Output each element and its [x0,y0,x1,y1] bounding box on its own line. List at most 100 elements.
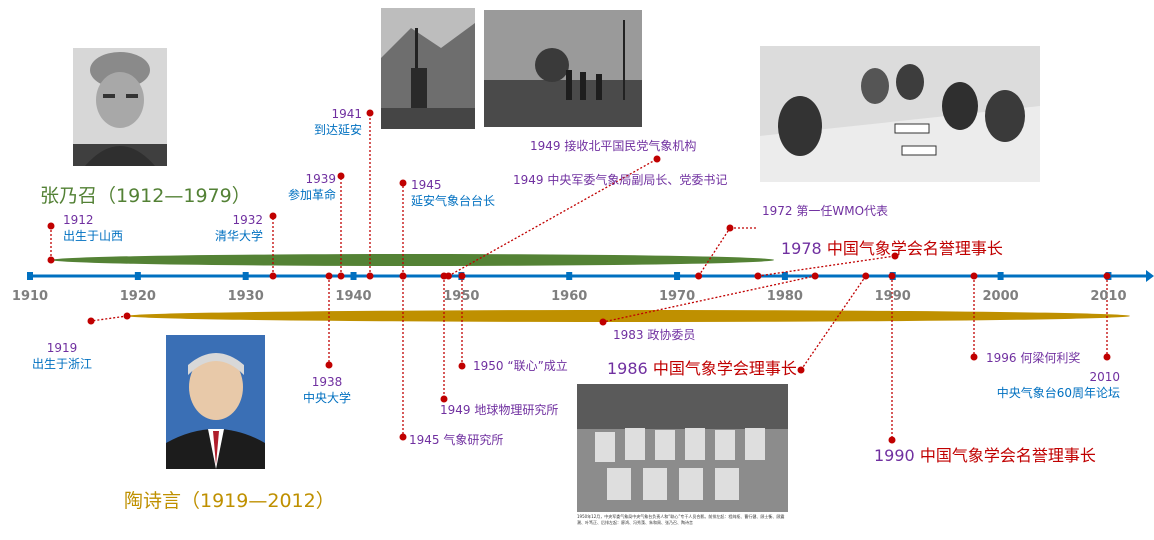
tao-name: 陶诗言（1919—2012） [124,490,335,512]
axis-dot-zhang-1941 [366,272,374,280]
event-text: 中国气象学会理事长 [652,359,797,378]
event-tao-1919: 1919 出生于浙江 [25,340,99,372]
event-connectors [47,109,1111,444]
end-dot-tao-1949 [440,395,448,403]
event-zhang-1945: 1945 延安气象台台长 [411,177,495,209]
axis-tick-label: 2000 [982,289,1019,304]
end-dot-tao-1986 [797,366,805,374]
event-text: 出生于山西 [63,229,124,243]
axis-dot-tao-1990 [888,272,896,280]
axis-tick [350,272,357,280]
end-dot-zhang-1932 [269,212,277,220]
axis-tick [781,272,788,280]
event-zhang-1949b: 1949 中央军委气象局副局长、党委书记 [513,173,728,187]
event-tao-1938: 1938 中央大学 [294,374,360,406]
axis-tick [242,272,249,280]
axis-dot-tao-1938 [325,272,333,280]
axis-dot-tao-1950 [458,272,466,280]
event-text: 参加革命 [287,188,336,202]
event-zhang-1912: 1912 出生于山西 [63,212,123,244]
event-text: 到达延安 [313,123,362,137]
axis-tick-label: 1980 [766,289,803,304]
axis-dot-zhang-1978 [754,272,762,280]
axis-tick-label: 1910 [11,289,49,304]
event-year: 1986 [607,359,648,378]
event-tao-1950: 1950 “联心”成立 [473,359,568,373]
axis-tick-label: 1990 [874,289,911,304]
end-dot-zhang-1978 [891,252,899,260]
end-dot-zhang-1912 [47,222,55,230]
axis-dot-tao-1949 [440,272,448,280]
axis-dot-zhang-1972 [695,272,703,280]
event-tao-1949: 1949 地球物理研究所 [440,403,559,417]
zhang-lifespan-bar [51,254,775,266]
zhang-name: 张乃召（1912—1979） [40,185,251,207]
event-year: 1912 [63,213,94,227]
event-zhang-1978: 1978 中国气象学会名誉理事长 [781,235,1003,259]
connector-tao-1983 [602,275,816,323]
axis-dot-tao-1986 [862,272,870,280]
weather-balloon-photo [484,10,642,127]
end-dot-zhang-1939 [337,172,345,180]
event-zhang-1949a: 1949 接收北平国民党气象机构 [530,139,697,153]
axis-tick [134,272,141,280]
end-dot-tao-1938 [325,361,333,369]
timeline-arrowhead [1146,270,1154,282]
event-year: 1932 [232,213,263,227]
event-tao-1945: 1945 气象研究所 [409,433,504,447]
end-dot-zhang-1972 [726,224,734,232]
axis-tick [27,272,33,280]
event-year: 1938 [311,375,343,389]
event-tao-2010: 2010 中央气象台60周年论坛 [974,369,1120,401]
axis-dot-tao-2010 [1103,272,1111,280]
event-text: 中国气象学会名誉理事长 [826,239,1003,258]
axis-tick-label: 1940 [335,289,372,304]
end-dot-tao-1945 [399,433,407,441]
event-text: 中国气象学会名誉理事长 [919,446,1096,465]
event-zhang-1972: 1972 第一任WMO代表 [762,204,889,218]
axis-tick [997,272,1004,280]
zhang-portrait-photo [73,48,167,166]
event-year: 1945 [411,178,442,192]
axis-tick-label: 2010 [1090,289,1127,304]
tao-portrait-photo [166,335,265,469]
axis-dot-zhang-1939 [337,272,345,280]
end-dot-tao-1950 [458,362,466,370]
end-dot-tao-1983 [599,318,607,326]
axis-tick-label: 1970 [658,289,696,304]
axis-tick-label: 1920 [119,289,156,304]
axis-tick [566,272,573,280]
end-dot-zhang-1949a [653,155,661,163]
axis-tick [674,272,681,280]
end-dot-zhang-1945 [399,179,407,187]
group-photo-1950 [577,384,788,512]
end-dot-zhang-1941 [366,109,374,117]
event-year: 1919 [46,341,78,355]
connector-zhang-1972 [698,227,731,277]
event-zhang-1941: 1941 到达延安 [296,106,362,138]
event-tao-1983: 1983 政协委员 [613,328,696,342]
event-tao-1996: 1996 何梁何利奖 [986,351,1081,365]
axis-dot-tao-1983 [811,272,819,280]
event-zhang-1932: 1932 清华大学 [193,212,263,244]
event-tao-1990: 1990 中国气象学会名誉理事长 [874,442,1096,466]
group-photo-caption: 1950年12月，中央军委气象局中央气象台负责人和“联心”专干人员合影。前排左起… [577,514,785,525]
event-text: 中央气象台60周年论坛 [996,386,1120,400]
event-tao-1986: 1986 中国气象学会理事长 [607,355,797,379]
end-dot-tao-1919 [87,317,95,325]
event-text: 出生于浙江 [31,357,92,371]
axis-tick-label: 1960 [551,289,588,304]
event-year: 1990 [874,446,915,465]
axis-dot-zhang-1932 [269,272,277,280]
axis-dot-tao-1996 [970,272,978,280]
connector-zhang-1978 [757,255,896,277]
axis-dot-tao-1945 [399,272,407,280]
yanan-station-photo [381,8,475,129]
event-text: 中央大学 [302,391,351,405]
event-year: 1978 [781,239,822,258]
event-year: 2010 [1089,370,1120,384]
connector-tao-1919 [90,315,128,322]
axis-dot-tao-1919 [123,312,131,320]
wmo-meeting-photo [760,46,1040,182]
